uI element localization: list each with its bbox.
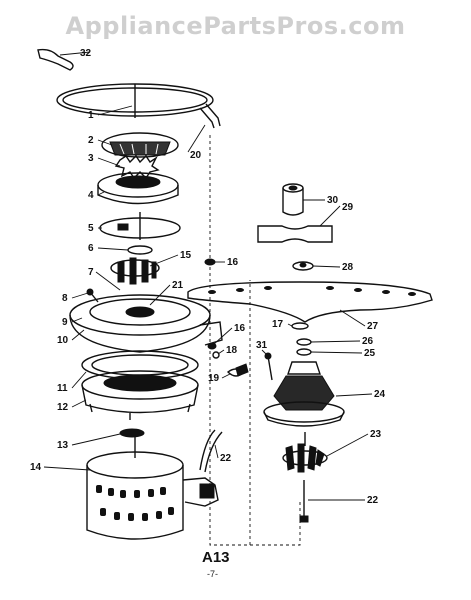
label-part-16-lower: 16 <box>234 323 246 334</box>
part-23-bolt <box>299 480 309 523</box>
label-part-2: 2 <box>88 135 94 146</box>
label-part-18: 18 <box>226 345 238 356</box>
part-12-motor-mount <box>81 370 199 420</box>
part-9-pump-housing <box>69 294 223 353</box>
part-15-impeller-blades <box>110 257 160 285</box>
part-17-washer <box>291 322 309 330</box>
part-27-washer <box>296 338 312 346</box>
part-28-spray-arm <box>187 281 433 323</box>
label-part-11: 11 <box>57 383 68 394</box>
part-8-screw <box>86 288 99 303</box>
part-6-coupling <box>127 245 153 255</box>
part-1-heating-element <box>56 83 221 129</box>
label-part-30: 29 <box>342 202 354 213</box>
label-part-27: 26 <box>362 336 374 347</box>
label-part-7: 7 <box>88 267 94 278</box>
label-part-25: 24 <box>374 389 386 400</box>
label-part-31: 30 <box>327 195 339 206</box>
part-33-clip <box>37 48 74 71</box>
label-part-32: 31 <box>256 340 268 351</box>
label-part-23: 22 <box>367 495 379 506</box>
label-part-28: 27 <box>367 321 379 332</box>
part-4-pump-cover <box>97 172 179 205</box>
part-16-upper-grommet <box>204 258 216 266</box>
label-part-21: 21 <box>172 280 184 291</box>
part-3-star-washer <box>114 154 160 180</box>
label-part-20: 20 <box>190 150 202 161</box>
part-25-bearing-housing <box>263 361 345 427</box>
label-part-26: 25 <box>364 348 376 359</box>
label-part-12: 12 <box>57 402 69 413</box>
label-part-15: 15 <box>180 250 192 261</box>
assembly-boundary <box>209 135 301 546</box>
label-part-33: 32 <box>80 48 92 59</box>
part-32-screw <box>264 352 273 381</box>
label-part-24: 23 <box>370 429 382 440</box>
part-2-impeller <box>101 132 179 158</box>
part-30-bracket <box>257 225 333 243</box>
label-part-29: 28 <box>342 262 354 273</box>
label-part-14: 14 <box>30 462 42 473</box>
part-19-clamp <box>226 363 249 377</box>
label-part-16-upper: 16 <box>227 257 239 268</box>
part-13-seal <box>119 428 145 438</box>
part-labels: 32 1 2 3 4 5 6 7 8 9 10 11 12 13 14 15 1… <box>30 48 386 506</box>
part-14-motor <box>86 435 219 540</box>
part-22-wire <box>199 429 223 473</box>
watermark: AppliancePartsPros.com <box>65 12 406 40</box>
label-part-9: 9 <box>62 317 68 328</box>
part-31-cylinder <box>282 183 304 216</box>
label-part-5: 5 <box>88 223 94 234</box>
label-part-10: 10 <box>57 335 69 346</box>
label-part-4: 4 <box>88 190 94 201</box>
leader-lines <box>43 51 373 501</box>
label-part-22: 22 <box>220 453 232 464</box>
part-24-chopper <box>282 432 328 473</box>
label-part-19: 19 <box>208 373 220 384</box>
label-part-13: 13 <box>57 440 69 451</box>
page-number: -7- <box>207 569 218 579</box>
figure-label: A13 <box>202 549 230 566</box>
label-part-3: 3 <box>88 153 94 164</box>
part-26-washer <box>296 348 312 356</box>
part-29-cap <box>292 261 314 271</box>
label-part-6: 6 <box>88 243 94 254</box>
label-part-1: 1 <box>88 110 94 121</box>
label-part-8: 8 <box>62 293 68 304</box>
label-part-17: 17 <box>272 319 284 330</box>
part-5-plate <box>99 212 181 240</box>
part-16-18-fitting <box>207 342 220 359</box>
